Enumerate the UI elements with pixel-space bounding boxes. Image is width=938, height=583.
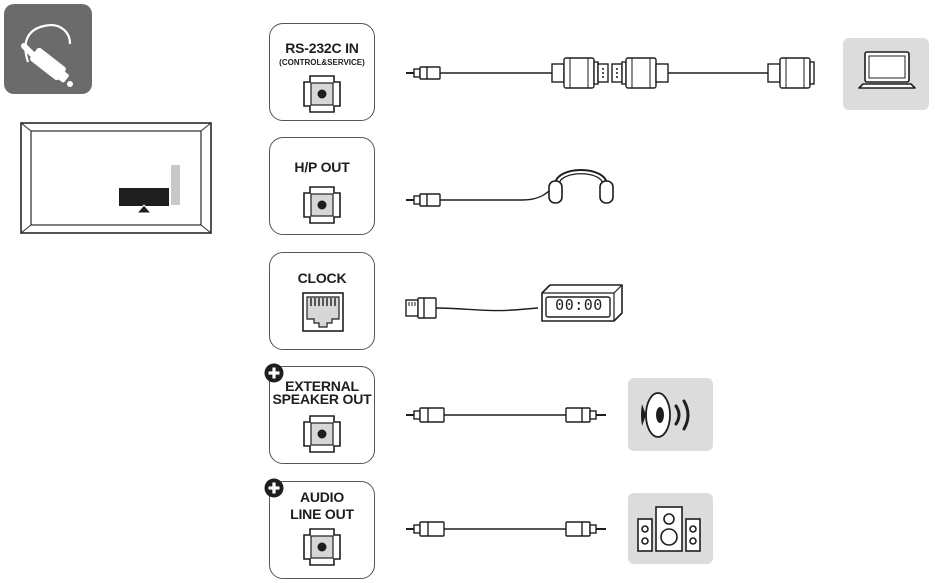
port-label: EXTERNAL [285,378,359,394]
round-jack-icon [303,75,341,113]
port-sublabel: (CONTROL&SERVICE) [279,58,365,67]
plus-circle-icon [264,478,284,498]
speaker-icon [628,378,713,451]
stereo-plug-both-ends-cable [404,398,614,432]
port-hp-out: H/P OUT [269,137,375,235]
port-external-speaker-out: EXTERNAL SPEAKER OUT [269,366,375,464]
round-jack-icon [303,415,341,453]
round-jack-icon [303,528,341,566]
cable-connection-icon [4,4,92,94]
port-audio-line-out: AUDIO LINE OUT [269,481,375,579]
laptop-icon [843,38,929,110]
port-label: AUDIO [299,489,345,505]
port-rs232c-in: RS-232C IN (CONTROL&SERVICE) [269,23,375,121]
stereo-plug-cable [404,180,554,220]
round-jack-icon [303,186,341,224]
tv-rear-panel-icon [20,122,212,234]
rj45-jack-icon [302,292,344,332]
digital-clock-icon [540,283,626,323]
port-label: RS-232C IN [285,40,359,56]
port-label-line2: LINE OUT [290,506,354,522]
port-label: H/P OUT [294,159,350,175]
rj45-cable [404,290,544,326]
speaker-system-icon [628,493,713,564]
plus-circle-icon [264,363,284,383]
port-label: CLOCK [297,270,347,286]
stereo-plug-to-dsub-cable [404,50,824,96]
stereo-plug-both-ends-cable [404,512,614,546]
headphones-icon [545,155,620,207]
port-label-line2: SPEAKER OUT [272,391,372,407]
clock-display: 00:00 [555,296,603,314]
port-clock: CLOCK [269,252,375,350]
